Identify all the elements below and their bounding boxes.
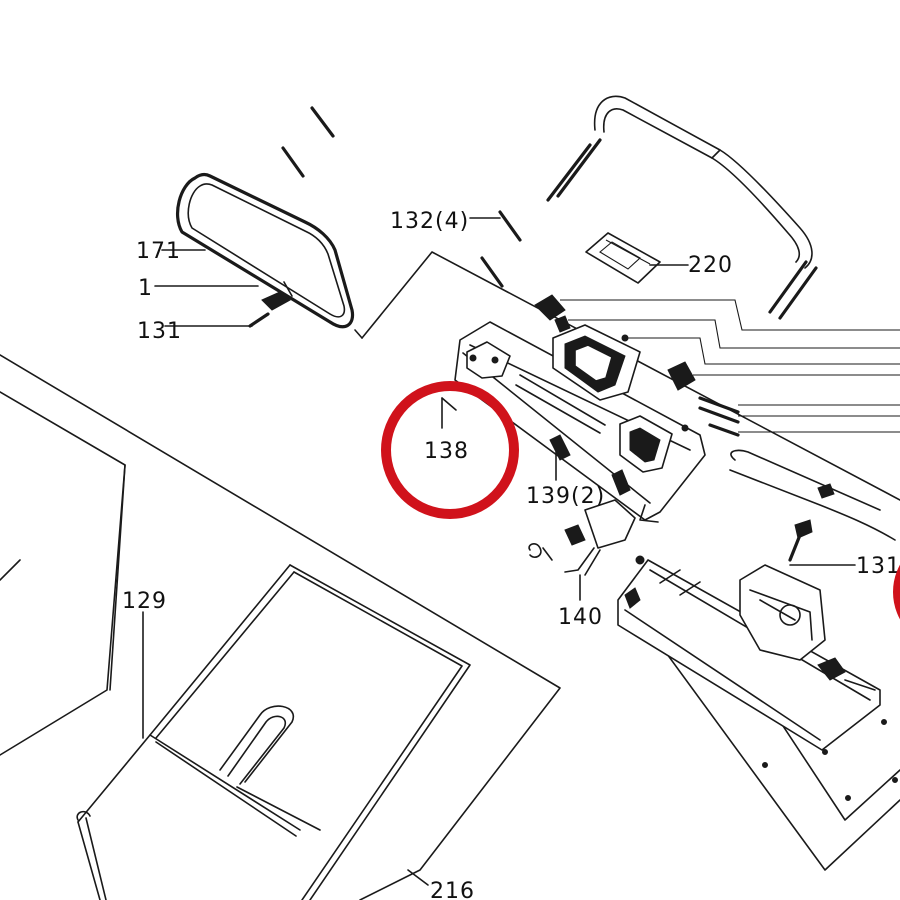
label-140: 140 [558,605,603,630]
label-216: 216 [430,879,475,900]
base-panel [0,354,561,900]
screws-top [281,106,522,288]
cover-part-171 [175,172,355,329]
motor-housing-part [617,559,881,751]
console-part-138 [454,321,706,523]
handlebar-part [546,95,818,320]
plate-part-220 [585,232,661,284]
leader-lines [142,217,856,886]
highlight-circle-138 [381,381,519,519]
wire-frame-part [76,564,471,900]
label-132: 132(4) [390,209,469,234]
highlight-circle-edge [893,564,900,620]
console-panel-outline [354,251,900,501]
label-131-left: 131 [137,319,182,344]
label-139: 139(2) [526,484,605,509]
label-171: 171 [136,239,181,264]
bracket-part-right [729,449,896,562]
label-1: 1 [138,276,153,301]
highlight-markers [381,381,900,620]
small-parts-right [534,294,900,437]
switch-part-140 [528,499,645,576]
label-131-right: 131 [856,554,900,579]
label-129: 129 [122,589,167,614]
label-220: 220 [688,253,733,278]
part-labels: 171 1 131 132(4) 220 138 139(2) 140 131 … [122,209,900,900]
label-138: 138 [424,439,469,464]
